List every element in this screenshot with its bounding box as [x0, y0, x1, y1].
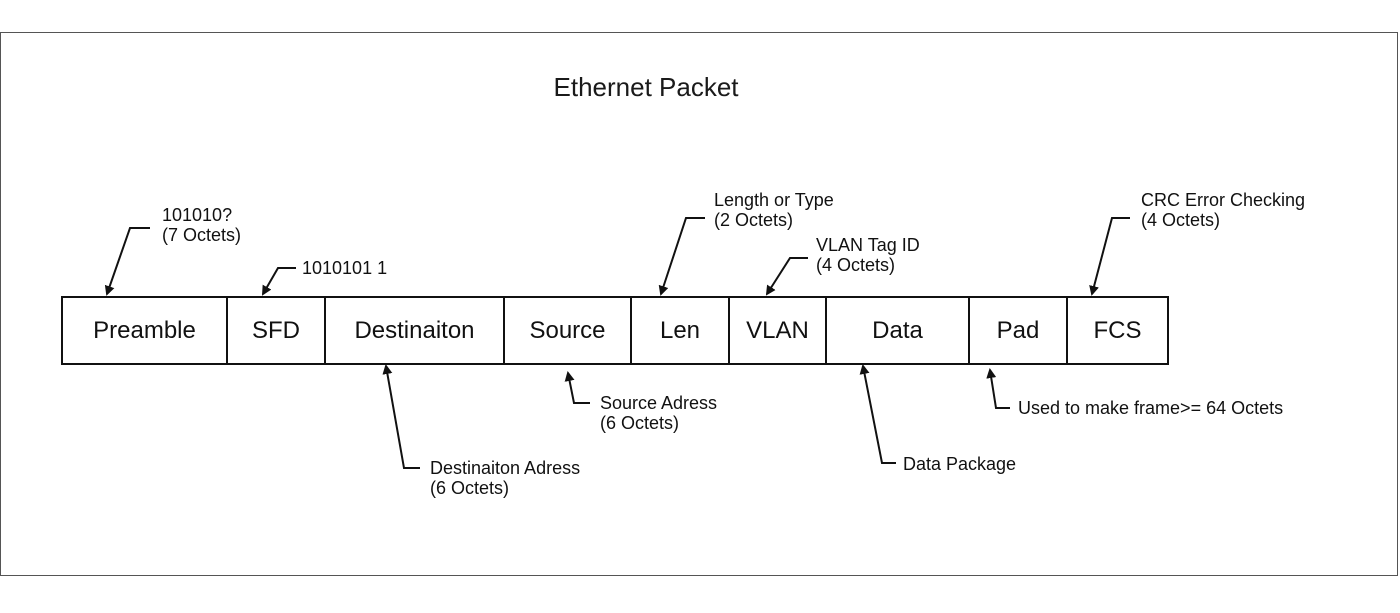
field-pad: Pad — [970, 298, 1068, 363]
annotation-vlan-line2: (4 Octets) — [816, 255, 896, 275]
annotation-source-line2: (6 Octets) — [600, 413, 680, 433]
annotation-pad-line1: Used to make frame>= 64 Octets — [1018, 398, 1284, 418]
arrow-source — [564, 371, 590, 404]
annotation-fcs-line1: CRC Error Checking — [1141, 190, 1306, 210]
field-destination: Destinaiton — [326, 298, 505, 363]
arrow-data — [859, 364, 896, 464]
annotation-destination-line1: Destinaiton Adress — [430, 458, 581, 478]
arrow-preamble — [104, 227, 150, 296]
annotation-data: Data Package — [903, 454, 1016, 474]
annotation-len-line2: (2 Octets) — [714, 210, 794, 230]
field-fcs: FCS — [1093, 316, 1142, 344]
annotation-preamble: 101010? (7 Octets) — [162, 205, 241, 245]
annotation-sfd-line1: 1010101 1 — [302, 258, 388, 278]
arrow-sfd — [262, 267, 296, 296]
annotation-source: Source Adress (6 Octets) — [600, 393, 717, 433]
arrow-fcs — [1089, 217, 1130, 296]
annotation-pad: Used to make frame>= 64 Octets — [1018, 398, 1283, 418]
field-preamble: Preamble — [63, 298, 228, 363]
field-vlan: VLAN — [730, 298, 827, 363]
annotation-fcs-line2: (4 Octets) — [1141, 210, 1221, 230]
annotation-data-line1: Data Package — [903, 454, 1017, 474]
arrow-vlan — [765, 257, 808, 296]
arrow-destination — [382, 364, 420, 469]
packet-fields-row: Preamble SFD Destinaiton Source Len VLAN… — [61, 296, 1169, 365]
field-sfd: SFD — [228, 298, 326, 363]
annotation-vlan-line1: VLAN Tag ID — [816, 235, 920, 255]
annotation-destination-line2: (6 Octets) — [430, 478, 510, 498]
arrow-pad — [986, 368, 1010, 409]
annotation-source-line1: Source Adress — [600, 393, 718, 413]
annotation-preamble-line2: (7 Octets) — [162, 225, 242, 245]
annotation-vlan: VLAN Tag ID (4 Octets) — [816, 235, 920, 275]
field-data: Data — [827, 298, 970, 363]
annotation-destination: Destinaiton Adress (6 Octets) — [430, 458, 580, 498]
arrow-len — [658, 217, 705, 296]
diagram-title: Ethernet Packet — [553, 72, 739, 102]
diagram-frame — [0, 32, 1398, 576]
annotation-len: Length or Type (2 Octets) — [714, 190, 834, 230]
annotation-preamble-line1: 101010? — [162, 205, 233, 225]
field-source: Source — [505, 298, 632, 363]
annotation-len-line1: Length or Type — [714, 190, 834, 210]
annotation-fcs: CRC Error Checking (4 Octets) — [1141, 190, 1305, 230]
annotation-sfd: 1010101 1 — [302, 258, 387, 278]
field-len: Len — [632, 298, 730, 363]
